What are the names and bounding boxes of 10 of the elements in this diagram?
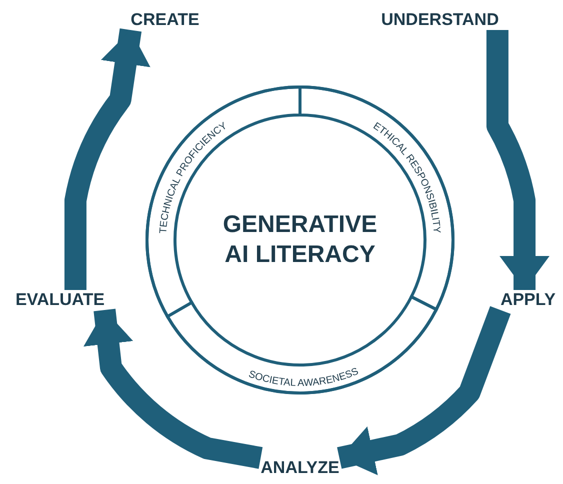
stage-label: UNDERSTAND (381, 10, 499, 30)
stage-label: EVALUATE (15, 290, 105, 310)
cycle-arrow (486, 30, 550, 290)
center-title: GENERATIVE AI LITERACY (222, 210, 378, 270)
cycle-arrow (337, 306, 511, 476)
cycle-arrow (83, 308, 263, 469)
cycle-arrow (64, 28, 150, 290)
stage-label: ANALYZE (260, 458, 340, 478)
stage-label: CREATE (130, 10, 200, 30)
stage-label: APPLY (500, 290, 556, 310)
